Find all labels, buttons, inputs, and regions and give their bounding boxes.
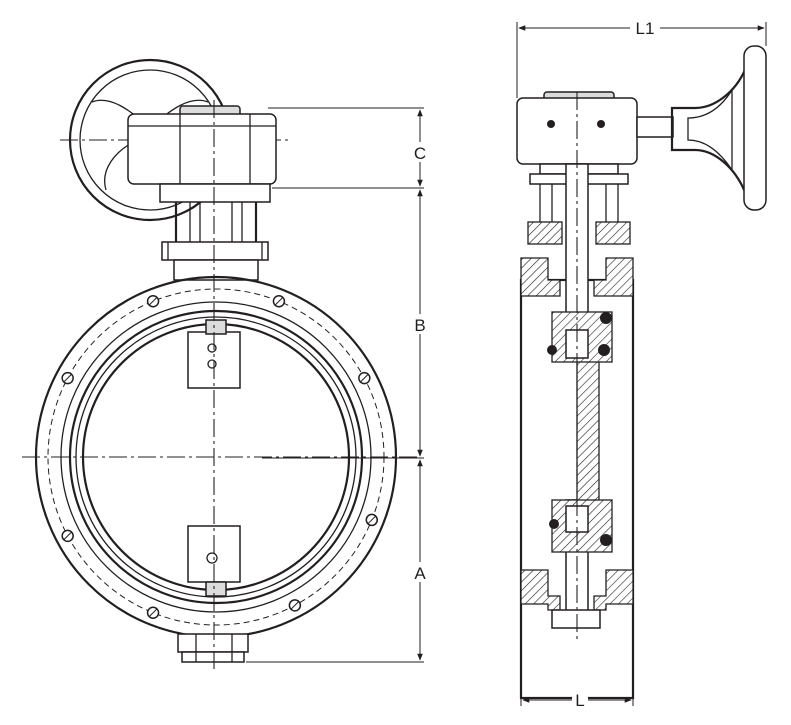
bolt-hole-mark bbox=[367, 515, 377, 525]
gearbox bbox=[127, 105, 277, 203]
dimension-c-label: C bbox=[414, 144, 426, 163]
bracket-side bbox=[527, 173, 631, 245]
bolt-hole-mark bbox=[359, 373, 369, 383]
bolt-hole-mark bbox=[63, 531, 73, 541]
bolt-hole-mark bbox=[148, 296, 158, 306]
bolt-hole-mark bbox=[148, 608, 158, 618]
side-dimensions: L1 L bbox=[516, 16, 767, 710]
side-view bbox=[516, 45, 767, 700]
bolt-holes bbox=[61, 294, 379, 620]
front-view bbox=[22, 58, 420, 670]
bolt-hole-mark bbox=[274, 296, 284, 306]
bolt-hole-mark bbox=[290, 600, 300, 610]
dimension-l-label: L bbox=[575, 691, 584, 710]
bottom-cap bbox=[177, 633, 249, 663]
dimension-l1-label: L1 bbox=[636, 19, 655, 38]
bracket bbox=[161, 202, 269, 281]
front-dimensions: C B A bbox=[246, 107, 428, 663]
dimension-b-label: B bbox=[414, 316, 425, 335]
bolt-hole-mark bbox=[63, 373, 73, 383]
handwheel-side bbox=[636, 45, 767, 211]
dimension-a-label: A bbox=[414, 564, 426, 583]
upper-disc-hub bbox=[547, 311, 613, 363]
lower-disc-hub bbox=[549, 499, 613, 553]
